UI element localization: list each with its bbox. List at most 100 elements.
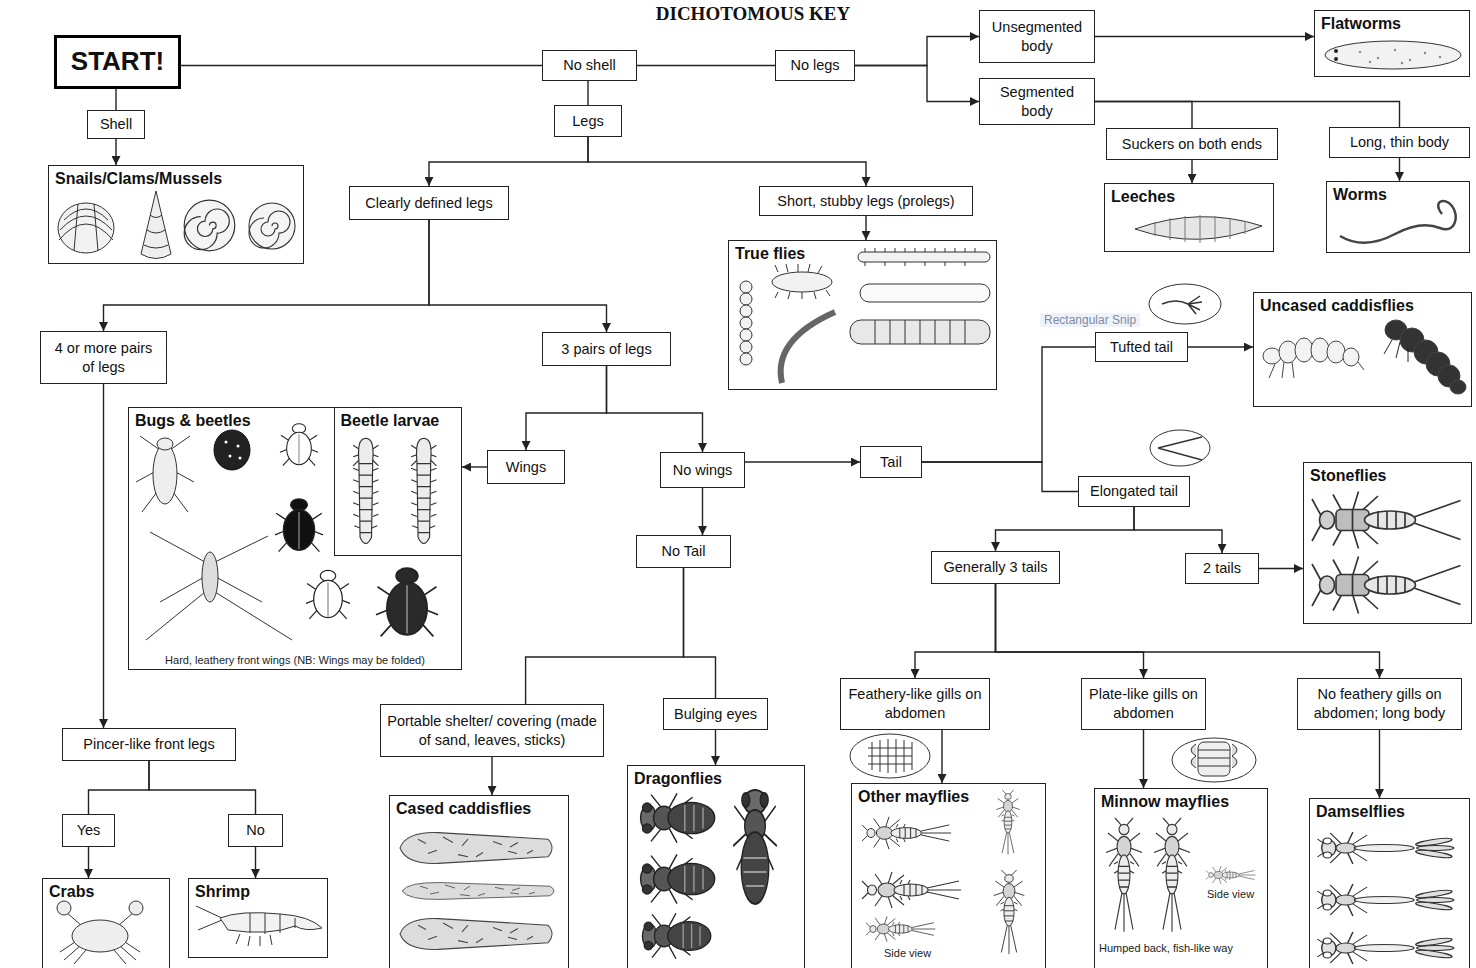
connector: [1143, 730, 1144, 788]
connector: [115, 89, 116, 110]
key-box: Tail: [860, 446, 922, 478]
uncased-caddis-drawings: [1263, 320, 1466, 394]
connector: [715, 730, 716, 765]
connector: [684, 568, 716, 698]
key-box: No wings: [660, 452, 745, 488]
start-box: START!: [54, 35, 181, 89]
key-box: Unsegmented body: [979, 10, 1095, 63]
box-label: Suckers on both ends: [1122, 135, 1262, 154]
key-box: Legs: [554, 105, 622, 137]
connector: [255, 847, 256, 878]
picture-box: Shrimp: [188, 878, 328, 958]
key-box: Elongated tail: [1078, 476, 1190, 507]
box-label: START!: [71, 45, 164, 79]
connector: [89, 761, 150, 814]
key-box: Shell: [87, 110, 145, 139]
picture-box: Uncased caddisflies: [1253, 292, 1472, 407]
box-note: Humped back, fish-like way: [1099, 941, 1233, 955]
overlay-label: Rectangular Snip: [1040, 313, 1140, 327]
connector: [922, 462, 1078, 492]
connector: [588, 137, 866, 186]
box-heading: Uncased caddisflies: [1260, 295, 1465, 317]
box-label: Feathery-like gills on abdomen: [847, 685, 983, 723]
box-label: Segmented body: [986, 83, 1088, 121]
cased-caddis-drawings: [400, 833, 554, 950]
connector: [587, 81, 588, 105]
connector: [702, 488, 703, 535]
connector: [996, 584, 1380, 678]
connector: [1095, 102, 1400, 128]
box-label: Generally 3 tails: [944, 558, 1048, 577]
box-label: Tufted tail: [1110, 338, 1173, 357]
key-box: Feathery-like gills on abdomen: [840, 678, 990, 730]
box-heading: Shrimp: [195, 881, 321, 903]
box-label: No feathery gills on abdomen; long body: [1304, 685, 1455, 723]
box-label: Plate-like gills on abdomen: [1088, 685, 1199, 723]
key-box: 2 tails: [1185, 553, 1259, 584]
connector: [526, 366, 607, 450]
connector: [181, 65, 542, 66]
gill-callout-drawings: [850, 734, 1256, 782]
box-heading: Beetle larvae: [341, 410, 455, 432]
box-label: Elongated tail: [1090, 482, 1178, 501]
true-fly-drawings: [740, 248, 990, 383]
box-label: Tail: [880, 453, 902, 472]
connector: [922, 347, 1095, 462]
box-heading: Damselflies: [1316, 801, 1463, 823]
box-label: 2 tails: [1203, 559, 1241, 578]
key-box: No feathery gills on abdomen; long body: [1297, 678, 1462, 730]
box-label: Unsegmented body: [986, 18, 1088, 56]
key-box: Portable shelter/ covering (made of sand…: [380, 704, 604, 757]
key-box: Tufted tail: [1095, 332, 1188, 362]
bug-beetle-drawings: [136, 424, 438, 640]
connector: [1379, 730, 1380, 798]
key-box: Generally 3 tails: [931, 551, 1060, 584]
picture-box: Crabs: [42, 878, 170, 968]
picture-box: Minnow mayfliesSide viewHumped back, fis…: [1094, 788, 1268, 968]
box-heading: Crabs: [49, 881, 163, 903]
box-label: Pincer-like front legs: [83, 735, 214, 754]
box-note: Hard, leathery front wings (NB: Wings ma…: [129, 653, 461, 667]
box-label: No shell: [563, 56, 615, 75]
picture-box: Other mayfliesSide view: [851, 783, 1046, 968]
picture-box: Beetle larvae: [334, 407, 462, 556]
key-box: Short, stubby legs (prolegs): [759, 186, 973, 216]
worm-drawing: [1340, 201, 1456, 243]
connector: [104, 220, 430, 331]
connector: [855, 66, 979, 102]
key-box: Yes: [62, 814, 115, 847]
box-heading: Minnow mayflies: [1101, 791, 1261, 813]
box-label: No wings: [673, 461, 733, 480]
diagram-title: DICHOTOMOUS KEY: [553, 3, 953, 25]
box-label: Yes: [77, 821, 101, 840]
picture-box: Bugs & beetlesHard, leathery front wings…: [128, 407, 462, 670]
box-heading: Leeches: [1111, 186, 1267, 208]
connector: [1188, 346, 1253, 347]
box-heading: Other mayflies: [858, 786, 1039, 808]
box-label: Long, thin body: [1350, 133, 1449, 152]
connector: [607, 366, 703, 452]
connector: [429, 220, 607, 332]
picture-box: True flies: [728, 240, 997, 390]
connector: [103, 384, 104, 728]
leech-drawing: [1135, 215, 1262, 243]
connector: [115, 139, 116, 165]
box-label: No: [246, 821, 265, 840]
picture-box: Damselflies: [1309, 798, 1470, 968]
box-heading: Flatworms: [1321, 13, 1463, 35]
key-box: No legs: [775, 50, 855, 81]
key-box: Plate-like gills on abdomen: [1081, 678, 1206, 730]
connector: [462, 466, 487, 467]
connector: [1191, 160, 1192, 183]
box-heading: Dragonflies: [634, 768, 798, 790]
key-box: No shell: [542, 50, 637, 81]
key-box: 4 or more pairs of legs: [40, 331, 167, 384]
box-label: 4 or more pairs of legs: [47, 339, 160, 377]
connector: [855, 37, 979, 66]
key-box: Bulging eyes: [663, 698, 768, 730]
box-heading: Snails/Clams/Mussels: [55, 168, 297, 190]
box-heading: Cased caddisflies: [396, 798, 562, 820]
connector: [1259, 568, 1303, 569]
connector: [996, 584, 1144, 678]
